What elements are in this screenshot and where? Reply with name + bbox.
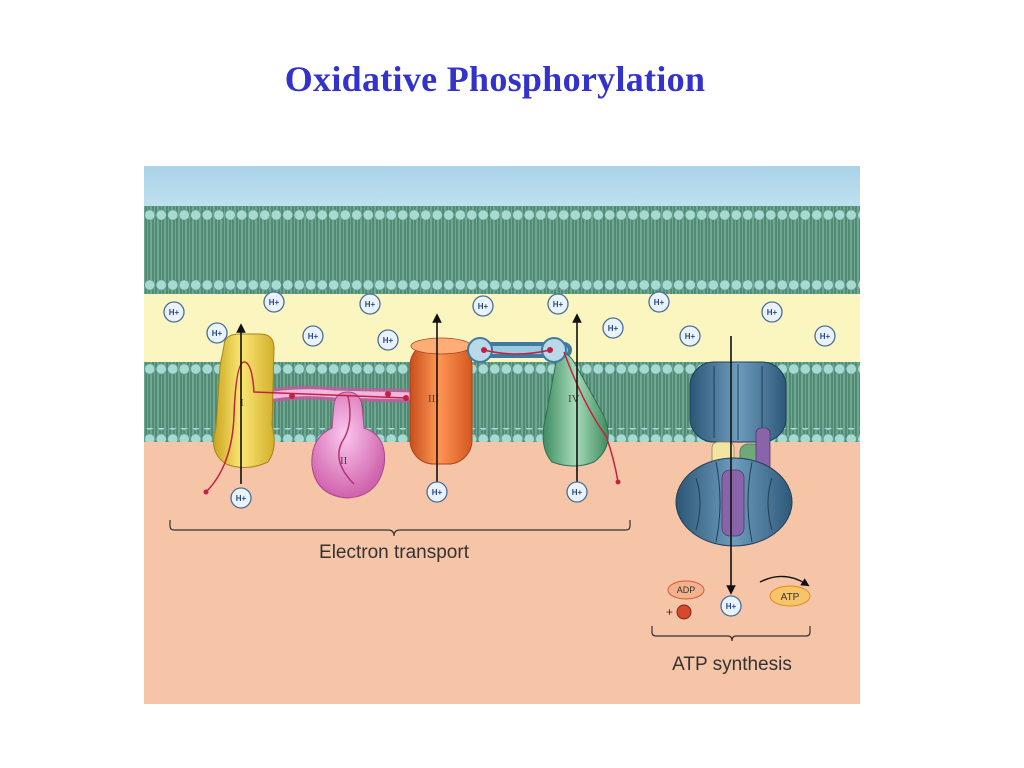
complex-iv-label: IV <box>568 393 580 405</box>
h-ion: H+ <box>679 325 701 347</box>
atp-synthase[interactable] <box>675 361 793 547</box>
svg-text:ADP: ADP <box>677 585 696 595</box>
h-ion: H+ <box>302 325 324 347</box>
atp-molecule: ATP <box>769 585 811 607</box>
svg-text:+: + <box>666 605 673 619</box>
complex-iii[interactable]: III <box>409 337 473 465</box>
svg-text:ATP: ATP <box>781 592 800 603</box>
svg-text:H+: H+ <box>269 298 280 307</box>
svg-text:H+: H+ <box>726 602 737 611</box>
complex-ii-label: II <box>340 455 348 467</box>
proton-translocation-arrows <box>236 313 736 595</box>
h-ion: H+ <box>602 317 624 339</box>
h-ion: H+ <box>761 301 783 323</box>
h-ion: H+ <box>547 293 569 315</box>
svg-text:H+: H+ <box>212 329 223 338</box>
cytosol-region <box>144 166 860 206</box>
phosphate-molecule: + <box>666 604 692 620</box>
outer-membrane <box>144 206 860 294</box>
h-ion: H+ <box>206 322 228 344</box>
svg-text:H+: H+ <box>820 332 831 341</box>
atp-synthesis-label: ATP synthesis <box>672 654 792 675</box>
oxidative-phosphorylation-diagram: I II III IV <box>144 166 860 704</box>
svg-text:H+: H+ <box>572 488 583 497</box>
h-ion: H+ <box>648 291 670 313</box>
h-ion: H+ <box>566 481 588 503</box>
svg-text:H+: H+ <box>365 300 376 309</box>
complex-ii[interactable]: II <box>311 391 386 499</box>
h-ion: H+ <box>263 291 285 313</box>
h-ion: H+ <box>163 301 185 323</box>
svg-text:H+: H+ <box>767 308 778 317</box>
svg-text:H+: H+ <box>383 336 394 345</box>
atp-synthesis-bracket <box>651 626 811 642</box>
proton-ions: H+ H+ H+ H+ H+ H+ H+ H+ H+ H+ H+ H+ H+ H… <box>163 291 836 617</box>
h-ion: H+ <box>359 293 381 315</box>
svg-text:H+: H+ <box>553 300 564 309</box>
h-ion: H+ <box>230 487 252 509</box>
page-title: Oxidative Phosphorylation <box>284 59 706 99</box>
complex-iii-label: III <box>428 393 439 405</box>
svg-text:H+: H+ <box>236 494 247 503</box>
complex-i[interactable]: I <box>213 333 275 468</box>
h-ion: H+ <box>377 329 399 351</box>
svg-text:H+: H+ <box>169 308 180 317</box>
synthesis-arrow <box>759 575 810 587</box>
complex-i-label: I <box>240 397 244 409</box>
svg-text:H+: H+ <box>308 332 319 341</box>
electron-transport-bracket <box>169 520 631 537</box>
adp-molecule: ADP <box>667 580 705 600</box>
complex-iv[interactable]: IV <box>542 353 609 467</box>
electron-flow-lines <box>205 349 619 493</box>
svg-text:H+: H+ <box>432 488 443 497</box>
svg-text:H+: H+ <box>608 324 619 333</box>
h-ion: H+ <box>720 595 742 617</box>
h-ion: H+ <box>426 481 448 503</box>
svg-text:H+: H+ <box>654 298 665 307</box>
h-ion: H+ <box>472 295 494 317</box>
svg-text:H+: H+ <box>685 332 696 341</box>
h-ion: H+ <box>814 325 836 347</box>
electron-transport-label: Electron transport <box>319 542 470 563</box>
svg-text:H+: H+ <box>478 302 489 311</box>
